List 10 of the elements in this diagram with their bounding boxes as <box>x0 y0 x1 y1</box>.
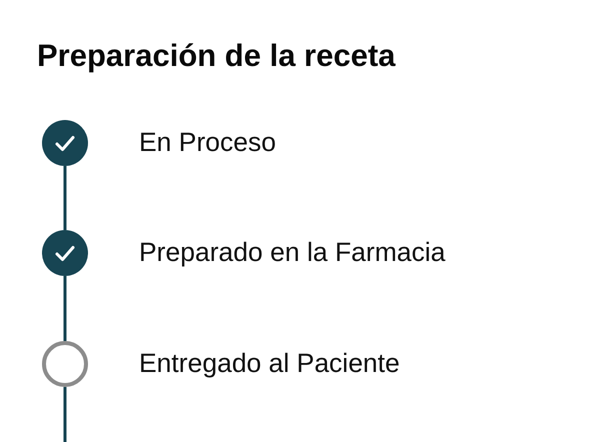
connector-line <box>64 276 66 341</box>
connector-line <box>64 387 66 442</box>
connector-line <box>64 166 66 230</box>
step-label: En Proceso <box>139 126 276 158</box>
filled-step-circle <box>42 120 88 166</box>
title: Preparación de la receta <box>37 37 396 74</box>
filled-step-circle <box>42 230 88 276</box>
step-label: Preparado en la Farmacia <box>139 236 446 268</box>
step-label: Entregado al Paciente <box>139 347 400 379</box>
empty-step-circle <box>42 341 88 387</box>
